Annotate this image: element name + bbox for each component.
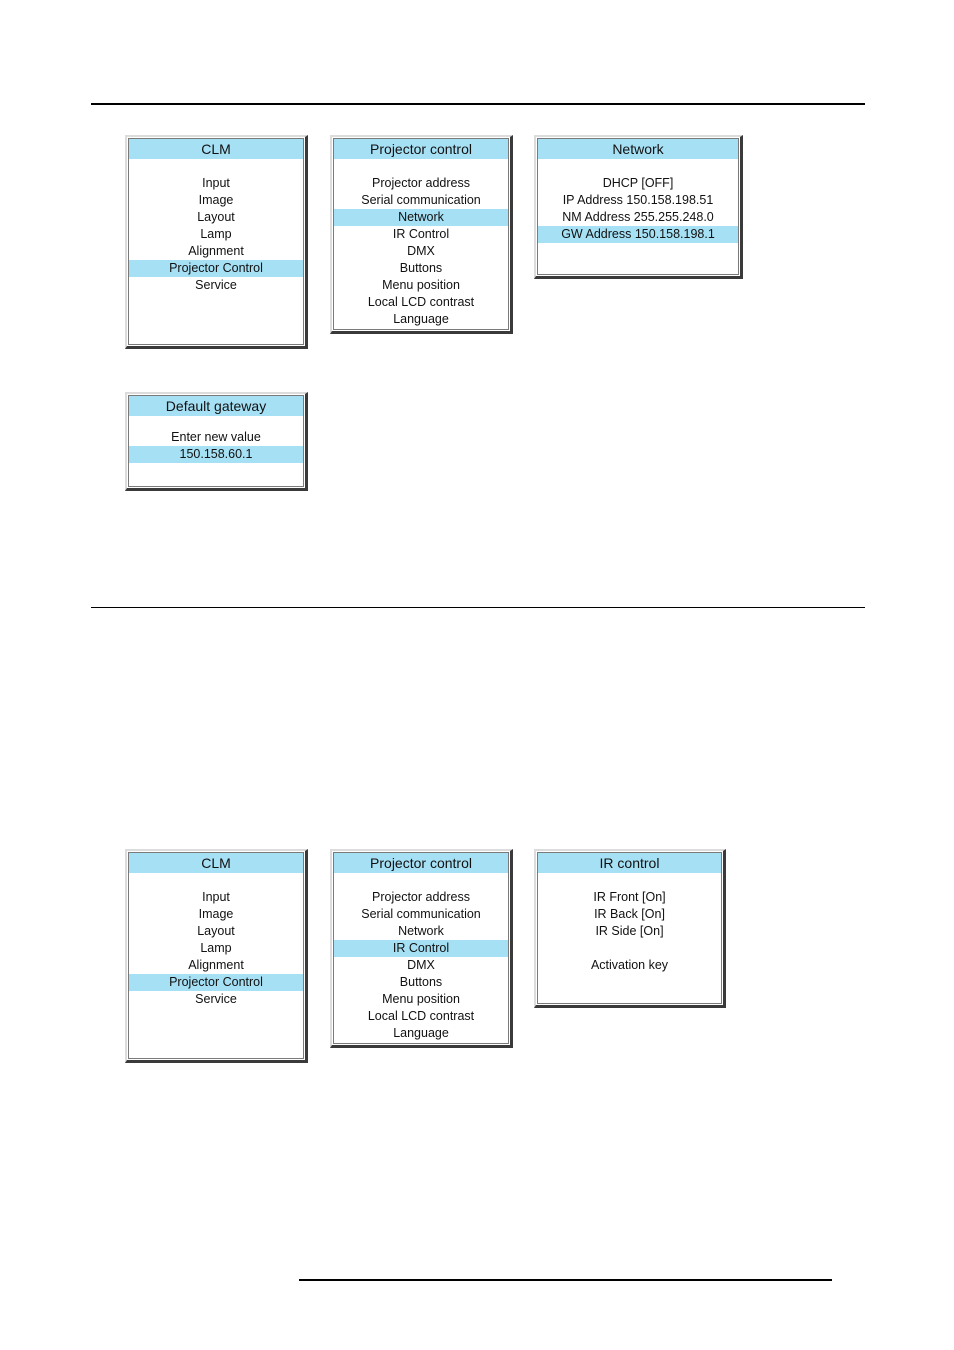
menu-item-local-lcd-contrast[interactable]: Local LCD contrast bbox=[367, 295, 475, 309]
menu-item-image[interactable]: Image bbox=[198, 193, 234, 207]
menu-item-serial-communication[interactable]: Serial communication bbox=[361, 907, 481, 921]
menu-item-image[interactable]: Image bbox=[198, 907, 234, 921]
menu-item-menu-position[interactable]: Menu position bbox=[382, 992, 460, 1006]
dialog-prompt: Enter new value bbox=[171, 430, 261, 444]
menu-item-menu-position[interactable]: Menu position bbox=[382, 278, 460, 292]
footer-rule bbox=[299, 1279, 832, 1281]
network-menu: Network DHCP [OFF] IP Address 150.158.19… bbox=[534, 135, 743, 279]
menu-spacer bbox=[538, 940, 721, 957]
menu-item-dmx[interactable]: DMX bbox=[407, 958, 435, 972]
gateway-value-field[interactable]: 150.158.60.1 bbox=[129, 446, 303, 463]
menu-item-activation-key[interactable]: Activation key bbox=[590, 958, 669, 972]
ir-control-menu: IR control IR Front [On] IR Back [On] IR… bbox=[534, 849, 726, 1008]
dialog-title: Default gateway bbox=[129, 396, 303, 417]
menu-item-layout[interactable]: Layout bbox=[197, 210, 235, 224]
menu-item-lamp[interactable]: Lamp bbox=[200, 227, 232, 241]
menu-item-ir-back[interactable]: IR Back [On] bbox=[594, 907, 665, 921]
default-gateway-dialog: Default gateway Enter new value 150.158.… bbox=[125, 392, 308, 491]
menu-title: Projector control bbox=[334, 139, 508, 160]
menu-item-dmx[interactable]: DMX bbox=[407, 244, 435, 258]
menu-item-lamp[interactable]: Lamp bbox=[200, 941, 232, 955]
menu-title: CLM bbox=[129, 139, 303, 160]
menu-item-projector-control[interactable]: Projector Control bbox=[129, 260, 303, 277]
menu-title: Network bbox=[538, 139, 738, 160]
menu-item-service[interactable]: Service bbox=[195, 278, 237, 292]
menu-item-input[interactable]: Input bbox=[202, 176, 230, 190]
menu-title: IR control bbox=[538, 853, 721, 874]
menu-title: Projector control bbox=[334, 853, 508, 874]
menu-item-service[interactable]: Service bbox=[195, 992, 237, 1006]
clm-menu: CLM Input Image Layout Lamp Alignment Pr… bbox=[125, 135, 308, 349]
menu-item-ir-control[interactable]: IR Control bbox=[334, 940, 508, 957]
menu-item-ir-front[interactable]: IR Front [On] bbox=[593, 890, 666, 904]
menu-item-alignment[interactable]: Alignment bbox=[188, 958, 244, 972]
menu-item-network[interactable]: Network bbox=[398, 924, 444, 938]
menu-item-language[interactable]: Language bbox=[393, 312, 449, 326]
projector-control-menu: Projector control Projector address Seri… bbox=[330, 135, 513, 334]
projector-control-menu: Projector control Projector address Seri… bbox=[330, 849, 513, 1048]
top-rule bbox=[91, 103, 865, 105]
menu-item-local-lcd-contrast[interactable]: Local LCD contrast bbox=[367, 1009, 475, 1023]
menu-item-projector-address[interactable]: Projector address bbox=[372, 890, 470, 904]
clm-menu: CLM Input Image Layout Lamp Alignment Pr… bbox=[125, 849, 308, 1063]
menu-item-projector-address[interactable]: Projector address bbox=[372, 176, 470, 190]
menu-item-gw-address[interactable]: GW Address 150.158.198.1 bbox=[538, 226, 738, 243]
menu-title: CLM bbox=[129, 853, 303, 874]
section-rule bbox=[91, 607, 865, 608]
menu-item-nm-address[interactable]: NM Address 255.255.248.0 bbox=[562, 210, 714, 224]
menu-item-layout[interactable]: Layout bbox=[197, 924, 235, 938]
menu-item-projector-control[interactable]: Projector Control bbox=[129, 974, 303, 991]
menu-item-buttons[interactable]: Buttons bbox=[399, 261, 443, 275]
menu-item-input[interactable]: Input bbox=[202, 890, 230, 904]
menu-item-buttons[interactable]: Buttons bbox=[399, 975, 443, 989]
menu-item-serial-communication[interactable]: Serial communication bbox=[361, 193, 481, 207]
menu-item-language[interactable]: Language bbox=[393, 1026, 449, 1040]
menu-item-alignment[interactable]: Alignment bbox=[188, 244, 244, 258]
menu-item-dhcp[interactable]: DHCP [OFF] bbox=[602, 176, 674, 190]
menu-item-ir-control[interactable]: IR Control bbox=[392, 227, 450, 241]
menu-item-network[interactable]: Network bbox=[334, 209, 508, 226]
menu-item-ip-address[interactable]: IP Address 150.158.198.51 bbox=[562, 193, 714, 207]
menu-item-ir-side[interactable]: IR Side [On] bbox=[595, 924, 664, 938]
